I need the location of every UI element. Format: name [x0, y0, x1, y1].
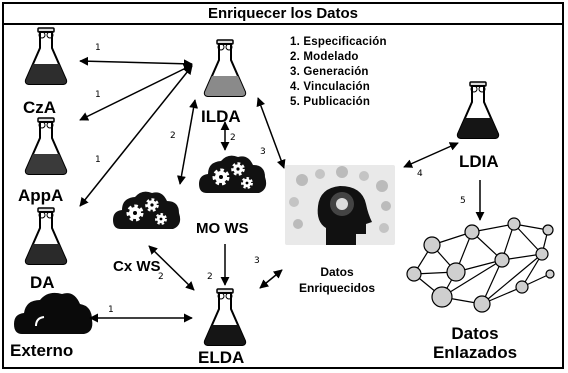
- cloud-mows-icon: [199, 155, 267, 193]
- edge-label-ilda-cxws: 2: [170, 131, 176, 141]
- diagram-canvas: [14, 27, 555, 346]
- label-ilda: ILDA: [201, 107, 241, 126]
- arrow-elda-enr: [259, 269, 283, 289]
- legend-item: 2. Modelado: [290, 51, 359, 63]
- arrow-ilda-da: [79, 65, 193, 207]
- edge-label-ilda-appa: 1: [95, 90, 101, 100]
- flask-ldia-icon: [456, 81, 500, 139]
- edge-label-ilda-enr: 3: [260, 147, 266, 157]
- title-bar: Enriquecer los Datos: [4, 4, 562, 25]
- arrow-cxws-elda: [148, 245, 195, 291]
- legend-item: 3. Generación: [290, 66, 369, 78]
- flask-da-icon: [24, 207, 68, 265]
- arrow-enr-ldia: [403, 142, 459, 168]
- arrows: [79, 56, 485, 323]
- cloud-externo-icon: [14, 292, 93, 334]
- arrow-ilda-enr: [256, 97, 286, 169]
- label-cxws: Cx WS: [113, 258, 161, 275]
- label-appa: AppA: [18, 186, 64, 205]
- legend-item: 5. Publicación: [290, 96, 371, 108]
- edge-label-enr-ldia: 4: [417, 169, 423, 179]
- cloud-cxws-icon: [113, 191, 181, 229]
- label-elda: ELDA: [198, 348, 245, 367]
- legend-item: 1. Especificación: [290, 36, 387, 48]
- enriched-data-head-icon: [285, 165, 395, 245]
- label-da: DA: [30, 273, 55, 292]
- linked-data-network-icon: [406, 217, 555, 313]
- edge-label-elda-enr: 3: [254, 256, 260, 266]
- label-cza: CzA: [23, 98, 57, 117]
- flask-cza-icon: [24, 27, 68, 85]
- edge-label-ilda-cza: 1: [95, 43, 101, 53]
- diagram-frame: Enriquecer los Datos: [2, 2, 564, 369]
- edge-label-cxws-elda: 2: [158, 272, 164, 282]
- edge-label-externo-elda: 1: [108, 305, 114, 315]
- label-enriquecidos: Datos Enriquecidos: [298, 265, 375, 295]
- label-externo: Externo: [10, 341, 74, 360]
- label-ldia: LDIA: [459, 152, 499, 171]
- legend: 1. Especificación 2. Modelado 3. Generac…: [290, 35, 387, 110]
- edge-label-ilda-mows: 2: [230, 133, 236, 143]
- flask-ilda-icon: [203, 39, 247, 97]
- flask-appa-icon: [24, 117, 68, 175]
- edge-label-ldia-enlazados: 5: [460, 196, 466, 206]
- legend-item: 4. Vinculación: [290, 81, 370, 93]
- edge-label-ilda-da: 1: [95, 155, 101, 165]
- label-mows: MO WS: [196, 220, 249, 237]
- label-enlazados: Datos Enlazados: [432, 324, 518, 362]
- arrow-ilda-cza: [79, 56, 193, 69]
- flask-elda-icon: [203, 288, 247, 346]
- diagram-title: Enriquecer los Datos: [207, 5, 359, 22]
- arrow-ilda-cxws: [176, 99, 199, 185]
- edge-label-mows-elda: 2: [207, 272, 213, 282]
